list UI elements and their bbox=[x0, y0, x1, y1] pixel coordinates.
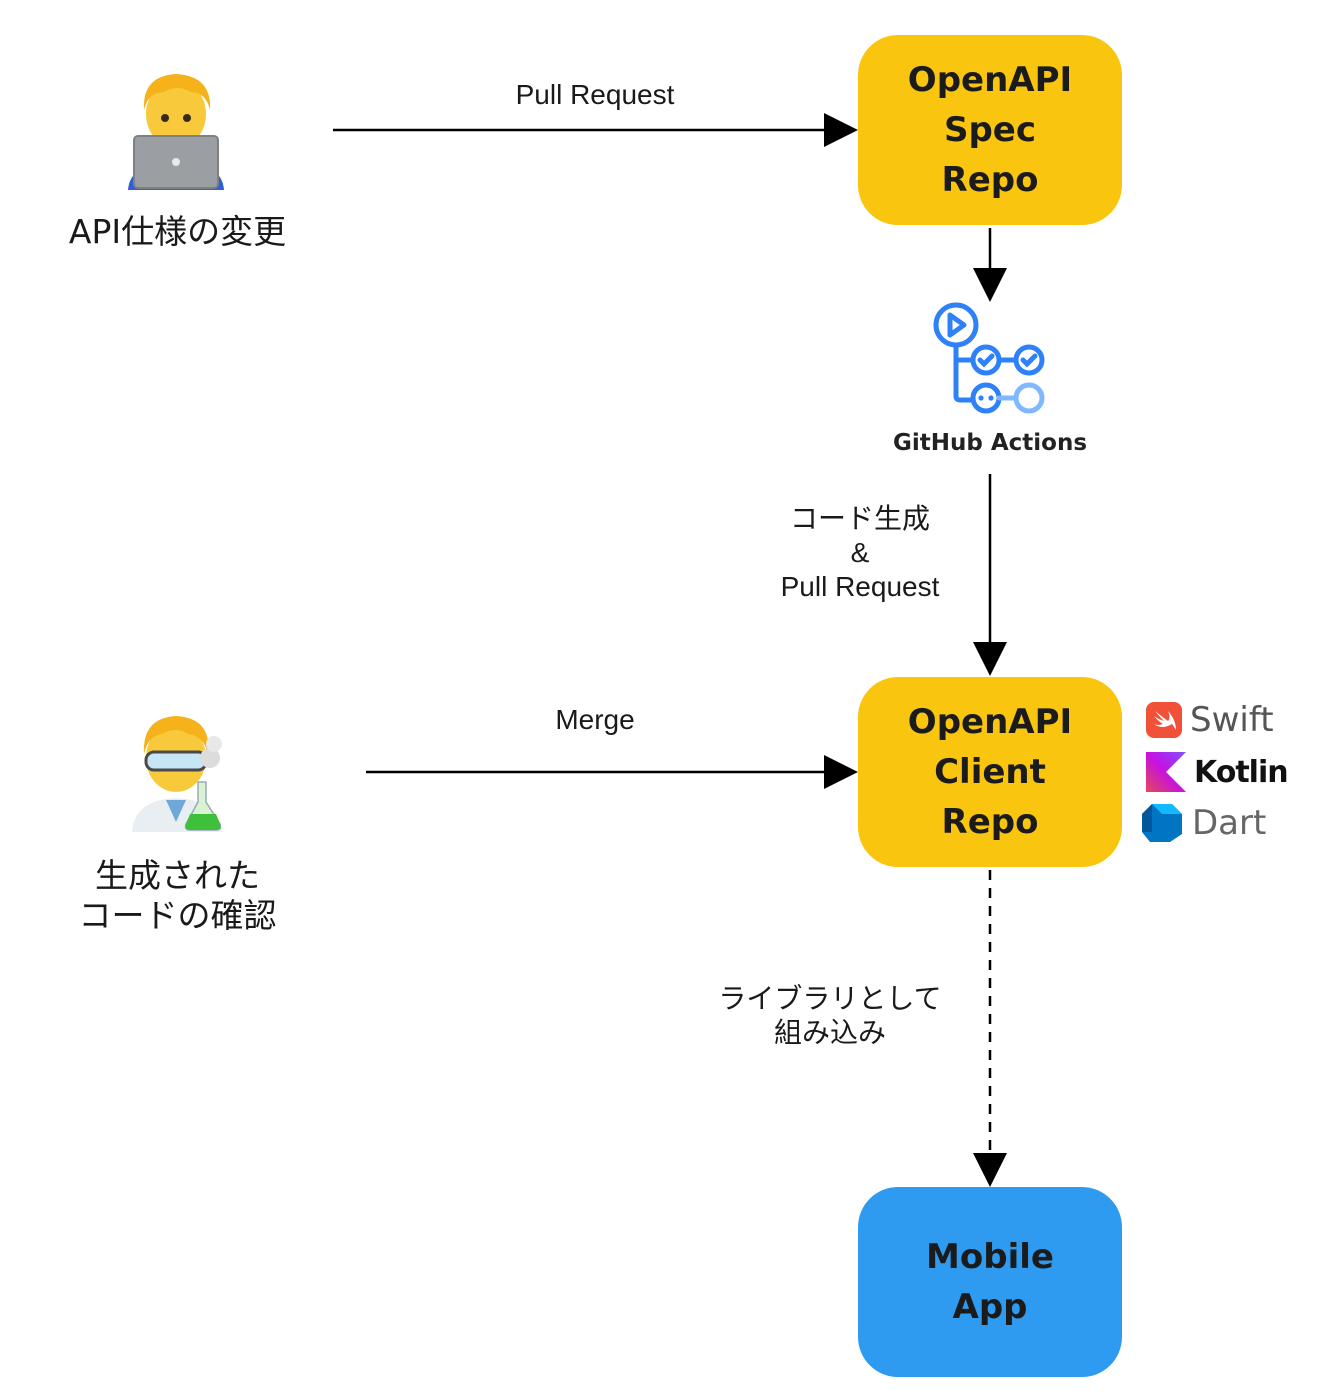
language-name: Swift bbox=[1190, 700, 1274, 740]
arrowhead bbox=[824, 113, 858, 147]
edge-label-text: コード生成 bbox=[789, 503, 930, 534]
node-label-line: OpenAPI bbox=[907, 60, 1073, 100]
arrowhead bbox=[973, 642, 1007, 676]
pull-request-label: Pull Request bbox=[460, 78, 730, 112]
arrowhead bbox=[973, 268, 1007, 302]
scientist-icon bbox=[132, 716, 222, 832]
developer-icon bbox=[128, 74, 224, 190]
node-label-line: Client bbox=[934, 752, 1046, 792]
edge-label-text: Pull Request bbox=[515, 79, 675, 110]
node-label-line: Repo bbox=[941, 160, 1039, 200]
caption-text: コードの確認 bbox=[78, 896, 277, 935]
swift-logo: Swift bbox=[1146, 700, 1274, 740]
developer-caption: API仕様の変更 bbox=[40, 212, 315, 252]
client-repo-node: OpenAPI Client Repo bbox=[858, 677, 1122, 867]
github-actions-label: GitHub Actions bbox=[880, 430, 1100, 456]
dart-logo: Dart bbox=[1140, 802, 1266, 844]
embed-label: ライブラリとして 組み込み bbox=[690, 982, 970, 1050]
node-label-line: App bbox=[952, 1287, 1028, 1327]
edge-label-text: ライブラリとして bbox=[718, 983, 942, 1014]
node-label-line: Spec bbox=[943, 110, 1037, 150]
node-label-line: Mobile bbox=[926, 1237, 1054, 1277]
caption-text: 生成された bbox=[95, 856, 260, 895]
edge-label-text: & bbox=[850, 537, 870, 568]
reviewer-caption: 生成された コードの確認 bbox=[40, 856, 315, 936]
caption-text: API仕様の変更 bbox=[68, 212, 287, 251]
edge-label-text: Merge bbox=[555, 704, 635, 735]
edge-label-text: Pull Request bbox=[780, 571, 940, 602]
mobile-app-node: Mobile App bbox=[858, 1187, 1122, 1377]
kotlin-icon bbox=[1146, 752, 1186, 792]
language-name: Dart bbox=[1192, 803, 1267, 843]
node-label-line: OpenAPI bbox=[907, 702, 1073, 742]
spec-repo-node: OpenAPI Spec Repo bbox=[858, 35, 1122, 225]
arrowhead bbox=[973, 1153, 1007, 1187]
node-label-line: Repo bbox=[941, 802, 1039, 842]
dart-icon bbox=[1142, 804, 1182, 842]
edge-label-text: 組み込み bbox=[773, 1017, 886, 1048]
merge-label: Merge bbox=[495, 703, 695, 737]
codegen-label: コード生成 & Pull Request bbox=[740, 502, 980, 604]
kotlin-logo: Kotlin bbox=[1146, 752, 1289, 792]
swift-icon bbox=[1146, 702, 1182, 738]
actions-label-text: GitHub Actions bbox=[892, 430, 1088, 456]
language-name: Kotlin bbox=[1194, 754, 1289, 790]
github-actions-icon bbox=[933, 302, 1045, 414]
arrowhead bbox=[824, 755, 858, 789]
